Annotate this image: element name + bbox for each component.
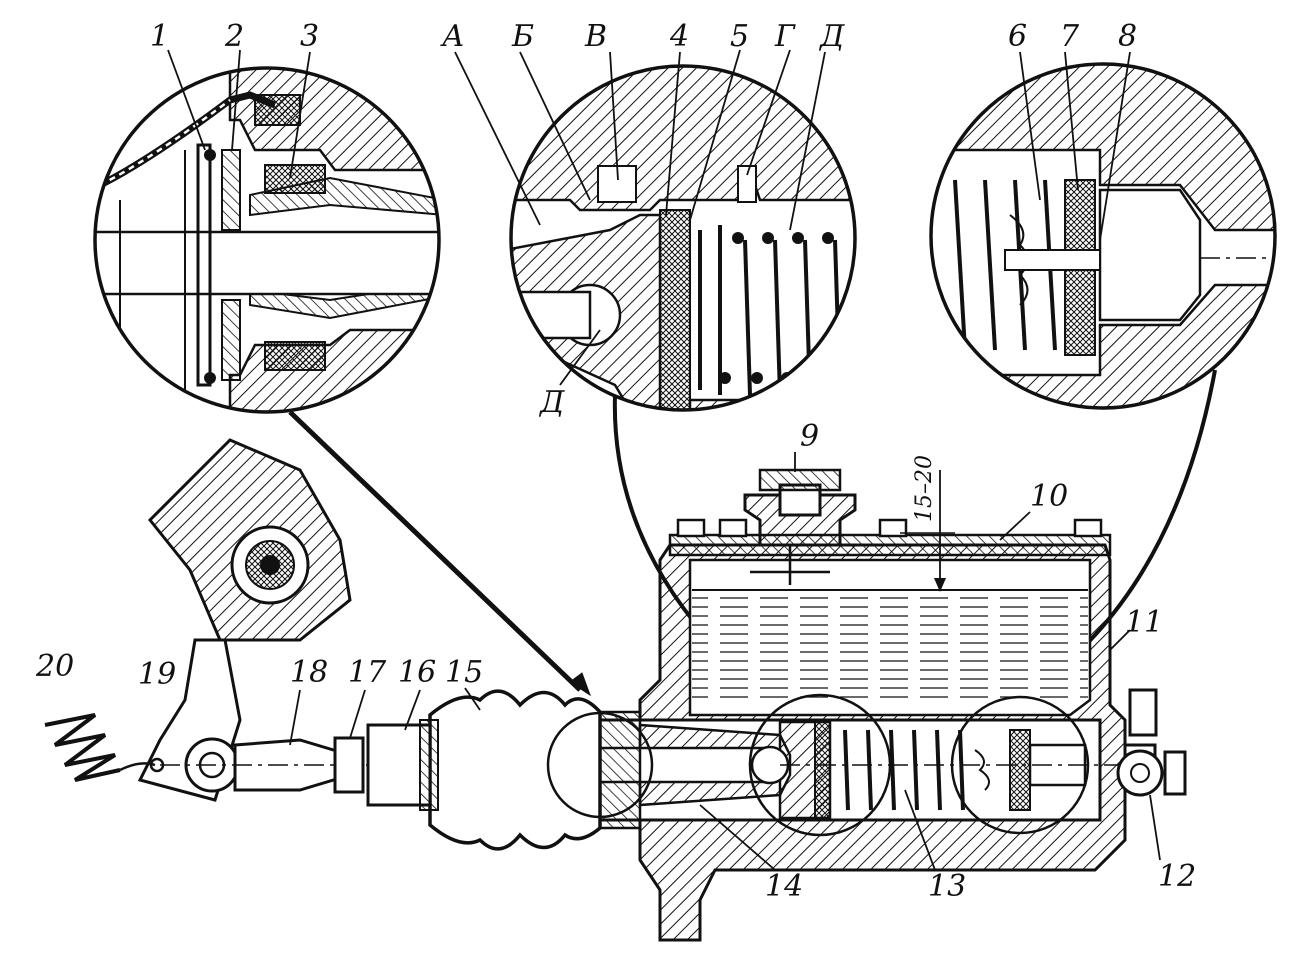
label-D-port: Д	[540, 385, 565, 420]
label-13: 13	[928, 869, 967, 904]
detail-view-right	[929, 62, 1277, 410]
label-12: 12	[1158, 859, 1197, 894]
label-11: 11	[1125, 605, 1164, 640]
label-17: 17	[348, 655, 387, 690]
label-9: 9	[800, 419, 820, 454]
label-19: 19	[138, 657, 177, 692]
label-5: 5	[730, 19, 750, 54]
label-15: 15	[445, 655, 484, 690]
label-B: Б	[512, 19, 535, 54]
label-leaders	[167, 49, 1161, 871]
dimension-label: 15–20	[912, 455, 937, 522]
label-G: Г	[775, 19, 795, 54]
label-18: 18	[290, 655, 329, 690]
detail-view-left	[93, 66, 441, 414]
label-6: 6	[1008, 19, 1028, 54]
label-10: 10	[1030, 479, 1069, 514]
master-cylinder-body	[333, 468, 1187, 942]
label-3: 3	[300, 19, 320, 54]
label-2: 2	[225, 19, 245, 54]
label-8: 8	[1118, 19, 1138, 54]
label-14: 14	[765, 869, 804, 904]
label-1: 1	[150, 19, 170, 54]
label-16: 16	[398, 655, 437, 690]
label-7: 7	[1060, 19, 1080, 54]
label-20: 20	[36, 649, 75, 684]
label-4: 4	[670, 19, 690, 54]
label-D: Д	[820, 19, 845, 54]
label-A: А	[442, 19, 465, 54]
detail-view-middle	[509, 64, 857, 412]
label-V: В	[585, 19, 608, 54]
